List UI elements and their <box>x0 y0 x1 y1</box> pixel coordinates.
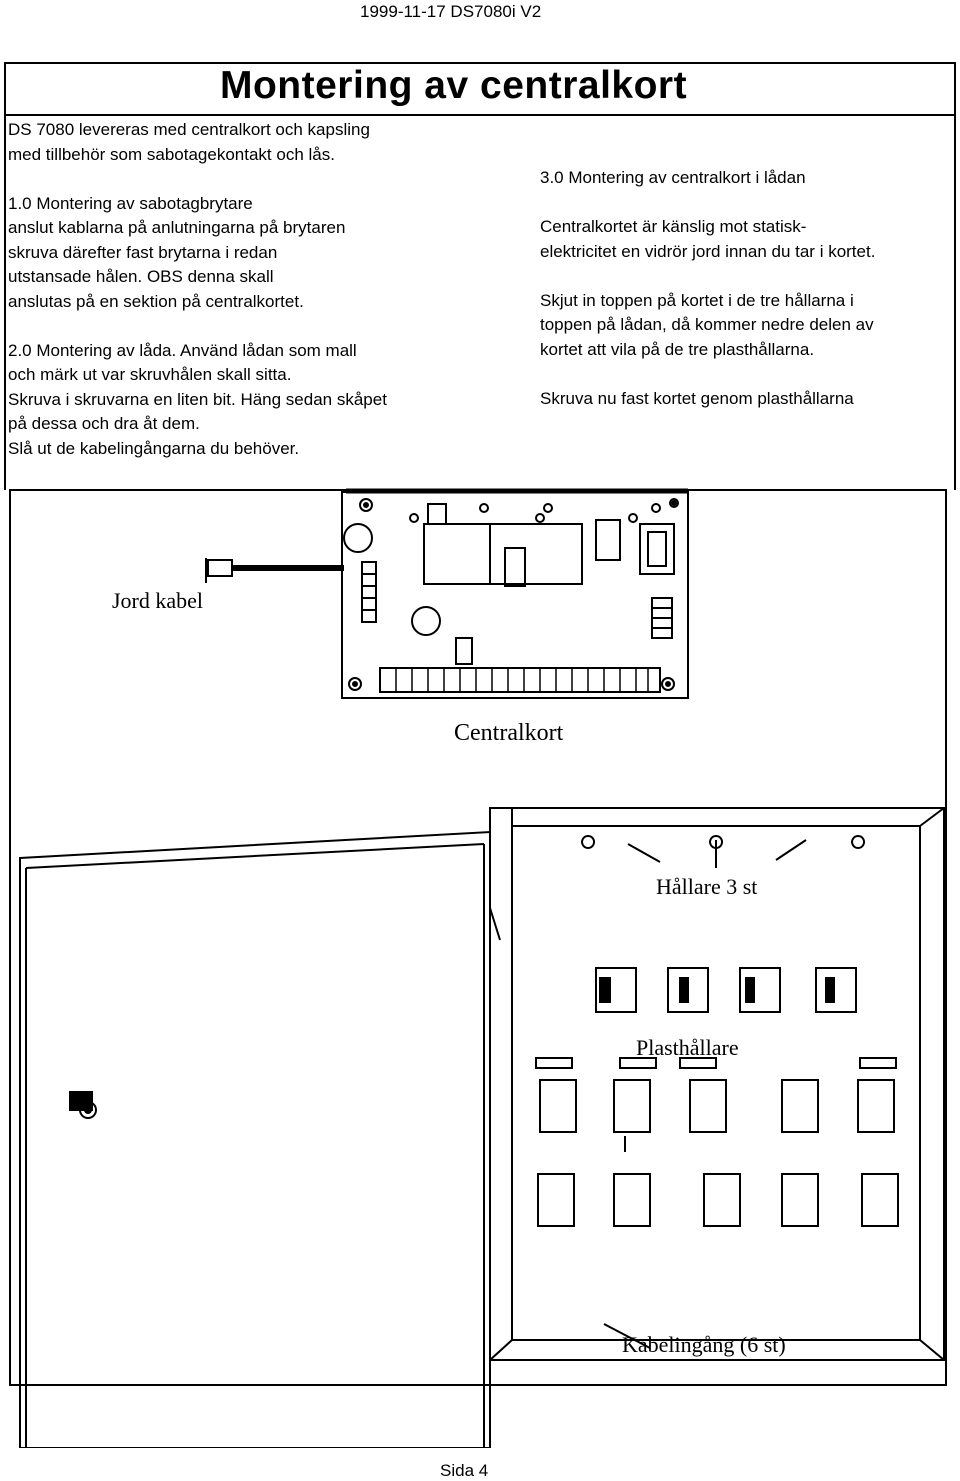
left-column: DS 7080 levereras med centralkort och ka… <box>8 118 508 461</box>
cable-entries-label: Kabelingång (6 st) <box>622 1332 786 1357</box>
section-1-text: 1.0 Montering av sabotagbrytare anslut k… <box>8 193 346 311</box>
page-number: Sida 4 <box>440 1461 489 1480</box>
board-label: Centralkort <box>454 720 564 746</box>
section-3-para-1: Centralkortet är känslig mot statisk- el… <box>540 217 876 261</box>
plastic-holders-label: Plasthållare <box>636 1035 739 1060</box>
holders-label: Hållare 3 st <box>656 874 757 899</box>
cabinet-drawing <box>19 807 945 1448</box>
document-reference: 1999-11-17 DS7080i V2 <box>360 2 542 21</box>
section-2-text: 2.0 Montering av låda. Använd lådan som … <box>8 340 387 458</box>
ground-cable-label: Jord kabel <box>112 588 203 613</box>
section-3-para-3: Skruva nu fast kortet genom plasthållarn… <box>540 388 854 408</box>
content-frame <box>4 62 956 490</box>
ground-cable-drawing <box>205 558 344 583</box>
mounting-diagram: Jord kabel Centralkort <box>9 488 947 1448</box>
diagram-frame <box>9 489 947 1386</box>
intro-text: DS 7080 levereras med centralkort och ka… <box>8 120 370 164</box>
page-title: Montering av centralkort <box>220 64 688 107</box>
title-bar <box>4 62 956 116</box>
right-column: 3.0 Montering av centralkort i lådan Cen… <box>540 166 950 411</box>
section-3-para-2: Skjut in toppen på kortet i de tre hålla… <box>540 290 874 359</box>
circuit-board-drawing <box>341 488 689 699</box>
section-3-heading: 3.0 Montering av centralkort i lådan <box>540 168 806 187</box>
